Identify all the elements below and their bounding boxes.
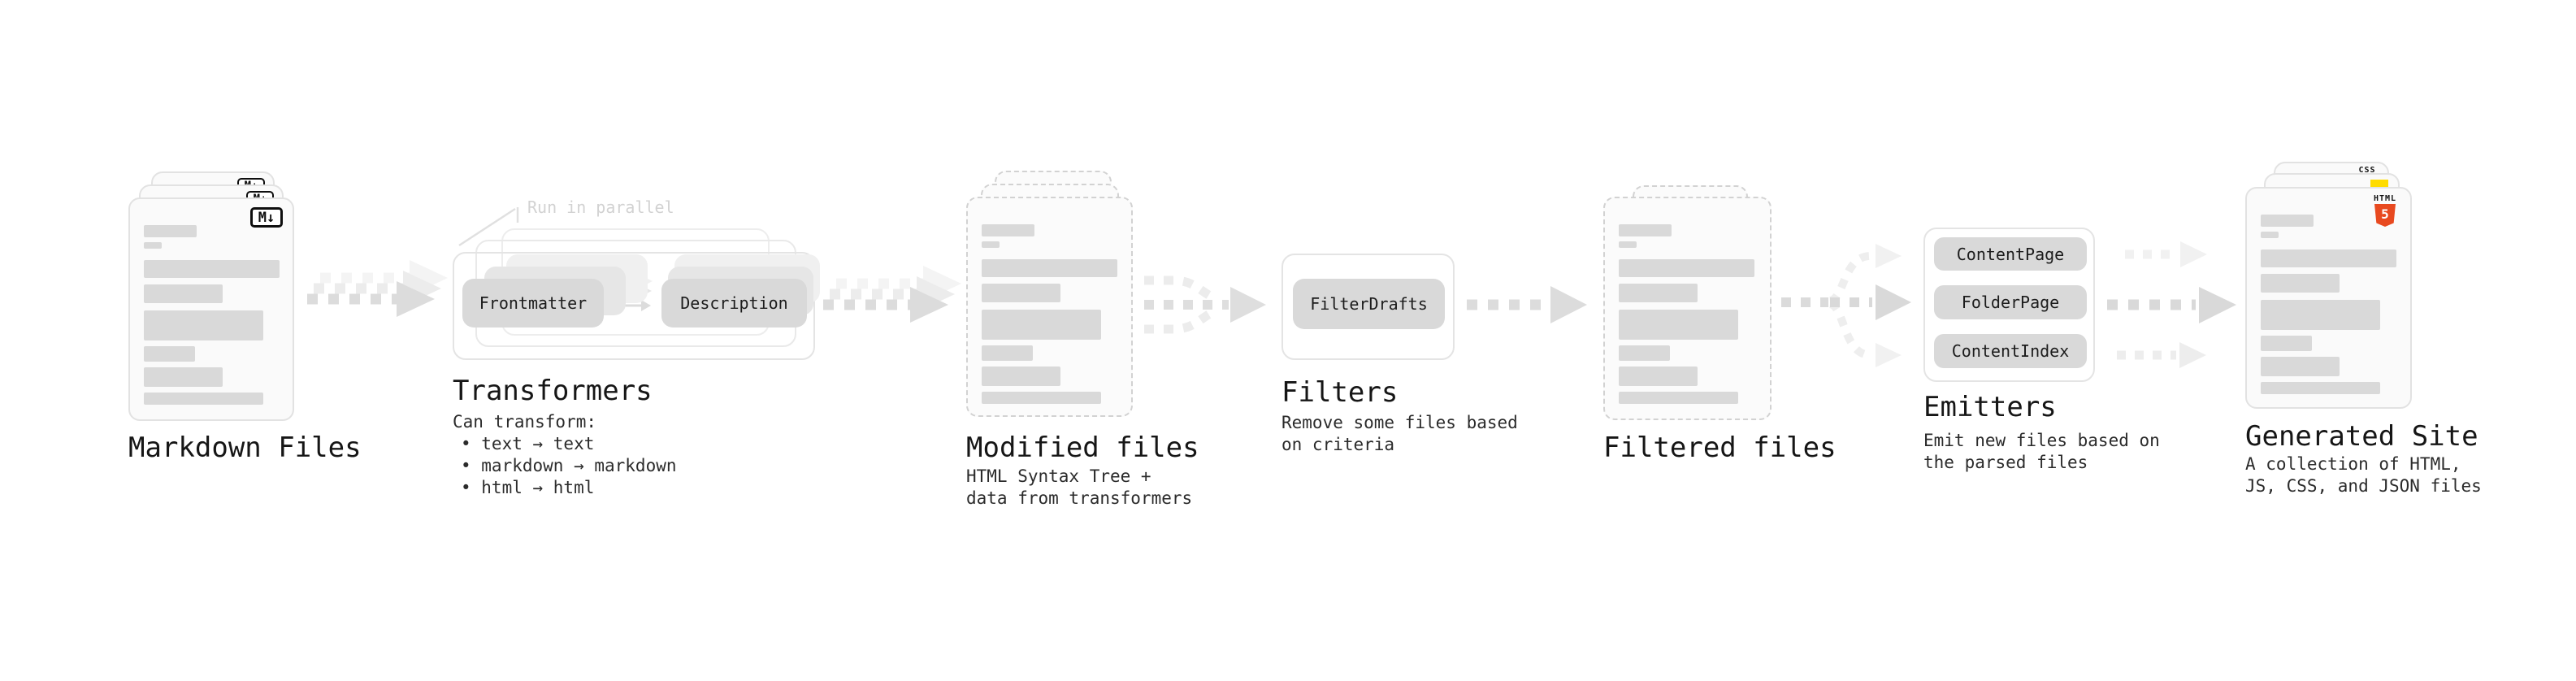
description-line: • markdown → markdown [461,456,677,475]
placeholder-bar [2261,300,2380,330]
placeholder-bar [1619,345,1670,361]
description-line: • html → html [461,478,595,497]
description-line: HTML Syntax Tree + [966,466,1151,486]
stage-description: Remove some files based on criteria [1281,412,1518,456]
contentpage-pill: ContentPage [1934,237,2087,271]
placeholder-bar [144,284,223,303]
markdown-icon: M↓ [250,207,283,228]
placeholder-bar [1619,284,1698,302]
placeholder-bar [2261,215,2314,227]
arrow-transformers-to-modified [823,266,961,323]
contentindex-pill: ContentIndex [1934,334,2087,368]
stage-description: Emit new files based on the parsed files [1923,430,2160,474]
description-line: Remove some files based [1281,413,1518,432]
html5-icon-shield: 5 [2374,204,2396,227]
arrow-filters-to-filtered [1467,286,1587,323]
description-line: on criteria [1281,435,1395,454]
folderpage-pill: FolderPage [1934,285,2087,319]
description-line: data from transformers [966,488,1193,508]
stage-title: Filtered files [1603,432,1837,464]
placeholder-bar [144,346,195,362]
css-icon-word: CSS [2358,166,2376,175]
placeholder-bar [982,241,1000,248]
placeholder-bar [144,367,223,387]
stage-description: A collection of HTML, JS, CSS, and JSON … [2245,453,2482,497]
arrow-emitters-to-generated [2107,241,2236,368]
stage-description: Can transform: • text → text • markdown … [453,411,677,499]
description-pill: Description [661,279,807,327]
placeholder-bar [982,284,1060,302]
placeholder-bar [1619,241,1637,248]
transformer-box-front [453,252,815,360]
placeholder-text-bars [982,198,1117,404]
markdown-doc-front: M↓ [128,197,294,421]
emitters-box [1923,228,2095,382]
html5-icon: HTML 5 [2371,194,2399,227]
placeholder-bar [144,242,162,249]
placeholder-bar [1619,224,1672,236]
description-line: Emit new files based on [1923,431,2160,450]
placeholder-bar [2261,382,2380,394]
run-in-parallel-label: Run in parallel [527,197,674,217]
placeholder-text-bars [2261,189,2396,394]
placeholder-bar [982,259,1117,277]
placeholder-bar [144,260,280,278]
placeholder-bar [2261,232,2279,238]
filtered-doc-front [1603,197,1772,420]
placeholder-bar [2261,357,2340,376]
modified-doc-front [966,197,1133,417]
stage-title: Modified files [966,432,1199,464]
placeholder-bar [2261,336,2312,351]
placeholder-bar [982,367,1060,386]
placeholder-bar [144,225,197,237]
placeholder-bar [1619,392,1738,404]
description-line: the parsed files [1923,453,2088,472]
placeholder-bar [2261,249,2396,267]
stage-title: Filters [1281,376,1399,409]
filters-box [1281,254,1455,360]
placeholder-bar [144,310,263,340]
stage-description: HTML Syntax Tree + data from transformer… [966,466,1192,510]
placeholder-bar [1619,310,1738,340]
placeholder-text-bars [1619,198,1756,404]
placeholder-bar [1619,259,1754,277]
placeholder-text-bars [144,199,280,405]
arrow-markdown-to-transformers [307,260,448,317]
placeholder-bar [982,224,1034,236]
generated-doc-front: HTML 5 [2245,187,2412,409]
html5-icon-word: HTML [2373,194,2397,203]
description-line: Can transform: [453,412,597,432]
placeholder-bar [2261,274,2340,293]
description-line: • text → text [461,434,595,453]
description-line: A collection of HTML, [2245,454,2461,474]
placeholder-bar [982,345,1033,361]
stage-title: Emitters [1923,391,2057,423]
arrow-modified-to-filters [1144,275,1266,334]
stage-title: Generated Site [2245,420,2478,453]
placeholder-bar [1619,367,1698,386]
frontmatter-pill: Frontmatter [462,279,604,327]
filterdrafts-pill: FilterDrafts [1293,279,1445,329]
description-line: JS, CSS, and JSON files [2245,476,2482,496]
stage-title: Markdown Files [128,432,362,464]
placeholder-bar [144,393,263,405]
placeholder-bar [982,392,1101,404]
arrow-filtered-to-emitters [1781,244,1911,367]
placeholder-bar [982,310,1101,340]
js-icon [2370,180,2388,189]
stage-title: Transformers [453,375,653,407]
